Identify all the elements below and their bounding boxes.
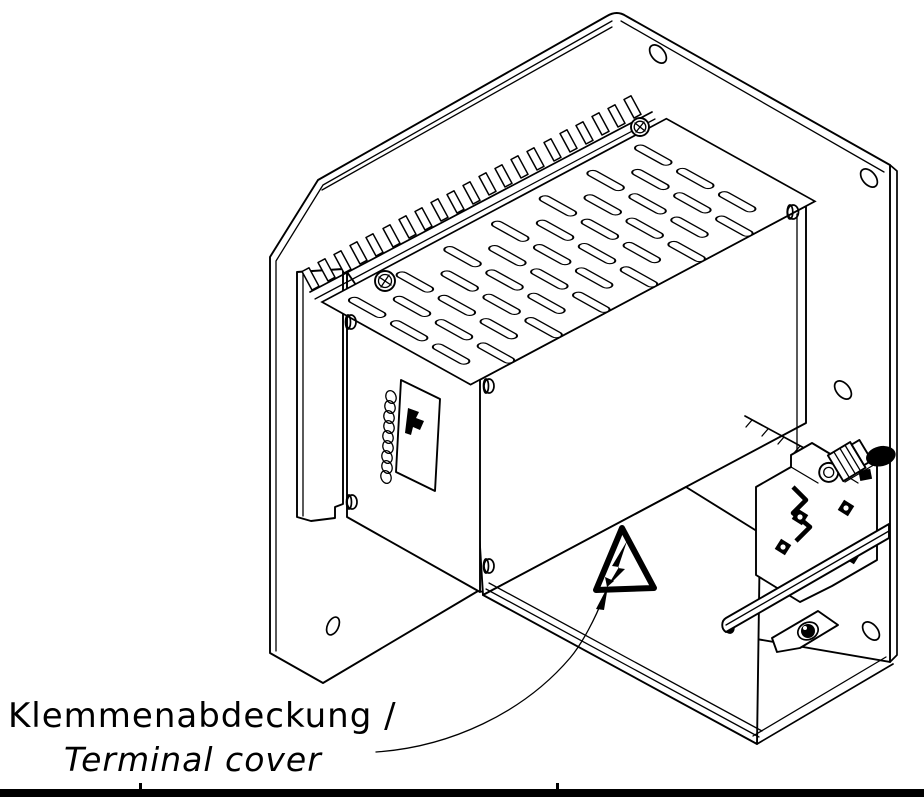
lightning-bolt xyxy=(607,541,627,587)
caption-german: Klemmenabdeckung / xyxy=(8,696,397,736)
din-rail xyxy=(721,523,890,633)
side-screws xyxy=(344,204,800,574)
mounting-hole xyxy=(325,44,881,641)
cable-gland xyxy=(818,439,896,483)
high-voltage-warning-icon xyxy=(593,525,657,593)
heatsink-fins xyxy=(301,95,656,300)
plate-screw xyxy=(796,621,820,641)
perforated-cover xyxy=(320,117,817,386)
cover-screw xyxy=(374,117,650,292)
rating-label xyxy=(380,379,441,492)
label-symbol xyxy=(405,408,424,435)
power-supply-unit xyxy=(296,205,807,596)
leader-arrow xyxy=(375,586,608,753)
terminal-cover xyxy=(482,415,894,745)
coil-symbol xyxy=(380,390,397,484)
caption-english: Terminal cover xyxy=(64,740,323,779)
bottom-table-border xyxy=(0,783,924,797)
terminal-block-assembly xyxy=(721,439,896,653)
spring-clamp xyxy=(790,485,813,543)
cable-blob xyxy=(866,445,896,467)
